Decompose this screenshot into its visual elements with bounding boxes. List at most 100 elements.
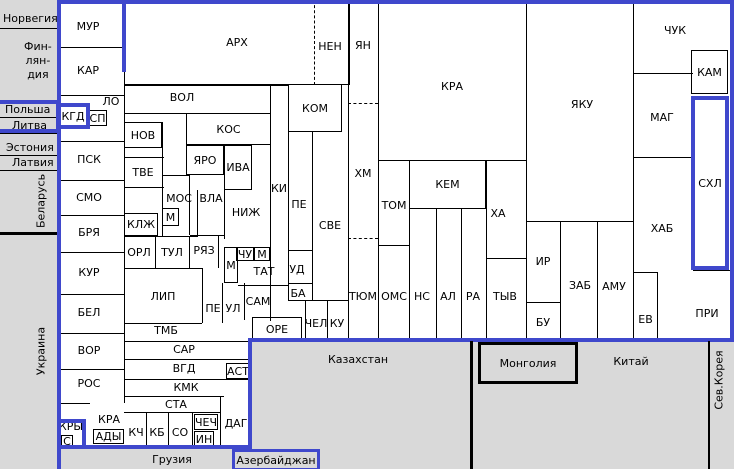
region-orl: ОРЛ (127, 246, 151, 259)
region-sam: САМ (245, 295, 271, 308)
region-kem: КЕМ (409, 160, 486, 209)
region-tyv: ТЫВ (493, 290, 517, 303)
caucasus-countries-area (57, 448, 252, 469)
region-pri: ПРИ (695, 307, 719, 320)
region-mos: МОС (166, 192, 192, 205)
region-ha: ХА (490, 207, 506, 220)
region-ir: ИР (535, 255, 551, 268)
region-arh: АРХ (124, 0, 350, 85)
region-pe2: ПЕ (205, 302, 221, 315)
region-kra-krasnodar: КРА (98, 413, 120, 426)
region-pe: ПЕ (291, 198, 307, 211)
region-vla: ВЛА (199, 192, 223, 205)
region-m: М (162, 208, 179, 226)
region-yan: ЯН (355, 39, 371, 52)
region-kos: КОС (186, 113, 271, 145)
region-tmb: ТМБ (154, 324, 178, 337)
region-dag: ДАГ (224, 417, 248, 430)
region-nov: НОВ (124, 122, 162, 148)
region-yaku: ЯКУ (570, 98, 594, 111)
region-chu: ЧУ (236, 247, 254, 261)
region-ns: НС (414, 290, 430, 303)
region-chuk: ЧУК (663, 24, 687, 37)
region-kch: КЧ (128, 426, 144, 439)
region-kry: КРЫ (58, 420, 84, 433)
region-tom: ТОМ (381, 199, 407, 212)
region-psk: ПСК (77, 153, 101, 166)
region-tve: ТВЕ (132, 166, 154, 179)
country-finland: Фин- лян- дия (24, 40, 52, 81)
region-ast: АСТ (226, 363, 250, 379)
region-smo: СМО (76, 191, 102, 204)
region-kur: КУР (78, 266, 100, 279)
region-m3: М (224, 247, 238, 283)
region-nizh: НИЖ (231, 206, 261, 219)
region-al: АЛ (440, 290, 456, 303)
region-ros: РОС (77, 377, 101, 390)
country-latvia: Латвия (12, 156, 54, 169)
kaliningrad-neighbours-frame (0, 100, 60, 133)
region-kb: КБ (149, 426, 165, 439)
region-mag: МАГ (650, 111, 674, 124)
region-chel: ЧЕЛ (304, 317, 328, 330)
region-hm: ХМ (354, 167, 372, 180)
country-norway: Норвегия (3, 12, 58, 25)
region-amu: АМУ (602, 280, 626, 293)
south-countries-area (250, 341, 734, 469)
region-zab: ЗАБ (568, 279, 592, 292)
region-so: СО (171, 426, 189, 439)
region-ba: БА (290, 287, 306, 300)
region-bu: БУ (535, 316, 551, 329)
country-china: Китай (613, 355, 649, 368)
region-m2: М (254, 247, 270, 261)
country-north-korea: Сев.Корея (712, 350, 726, 410)
region-yaro: ЯРО (186, 145, 224, 175)
region-ev: ЕВ (633, 272, 658, 341)
region-ady: АДЫ (93, 429, 124, 444)
region-tul: ТУЛ (161, 246, 183, 259)
region-kom: КОМ (288, 84, 342, 132)
region-hab: ХАБ (650, 222, 674, 235)
country-belarus: Беларусь (34, 173, 48, 229)
region-ki: КИ (270, 182, 288, 195)
region-iva: ИВА (224, 145, 252, 190)
region-tyum: ТЮМ (348, 290, 378, 303)
region-brya: БРЯ (78, 226, 100, 239)
region-kmk: КМК (173, 381, 199, 394)
region-ud: УД (289, 263, 305, 276)
kgd-frame (56, 103, 90, 129)
region-kra-krasnoyarsk: КРА (441, 80, 463, 93)
region-ku: КУ (329, 317, 345, 330)
region-vor: ВОР (77, 344, 101, 357)
country-kazakhstan: Казахстан (327, 353, 389, 366)
region-vgd: ВГД (172, 362, 196, 375)
region-che: ЧЕЧ (194, 414, 218, 430)
region-sta: СТА (165, 398, 187, 411)
region-klzh: КЛЖ (124, 213, 158, 236)
region-vol: ВОЛ (169, 91, 195, 104)
region-sve: СВЕ (318, 219, 342, 232)
country-georgia: Грузия (152, 453, 192, 466)
country-poland: Польша (5, 103, 51, 116)
region-nen: НЕН (318, 40, 342, 53)
country-azerbaijan: Азербайджан (232, 449, 320, 469)
region-bel: БЕЛ (77, 306, 101, 319)
region-tat: ТАТ (253, 265, 275, 278)
country-mongolia: Монголия (478, 342, 578, 384)
region-mur: МУР (76, 20, 100, 33)
country-lithuania: Литва (12, 119, 48, 132)
region-kgd: КГД (61, 110, 85, 123)
region-lo: ЛО (102, 95, 120, 108)
region-sar: САР (173, 343, 195, 356)
region-sp: СП (88, 110, 107, 126)
region-ra: РА (465, 290, 481, 303)
region-ryaz: РЯЗ (193, 244, 215, 257)
region-oms: ОМС (381, 290, 407, 303)
region-shl: СХЛ (691, 96, 729, 270)
region-kar: КАР (77, 64, 99, 77)
region-ul: УЛ (225, 302, 241, 315)
country-estonia: Эстония (6, 141, 54, 154)
region-lip: ЛИП (150, 290, 176, 303)
country-ukraine: Украина (34, 326, 48, 376)
